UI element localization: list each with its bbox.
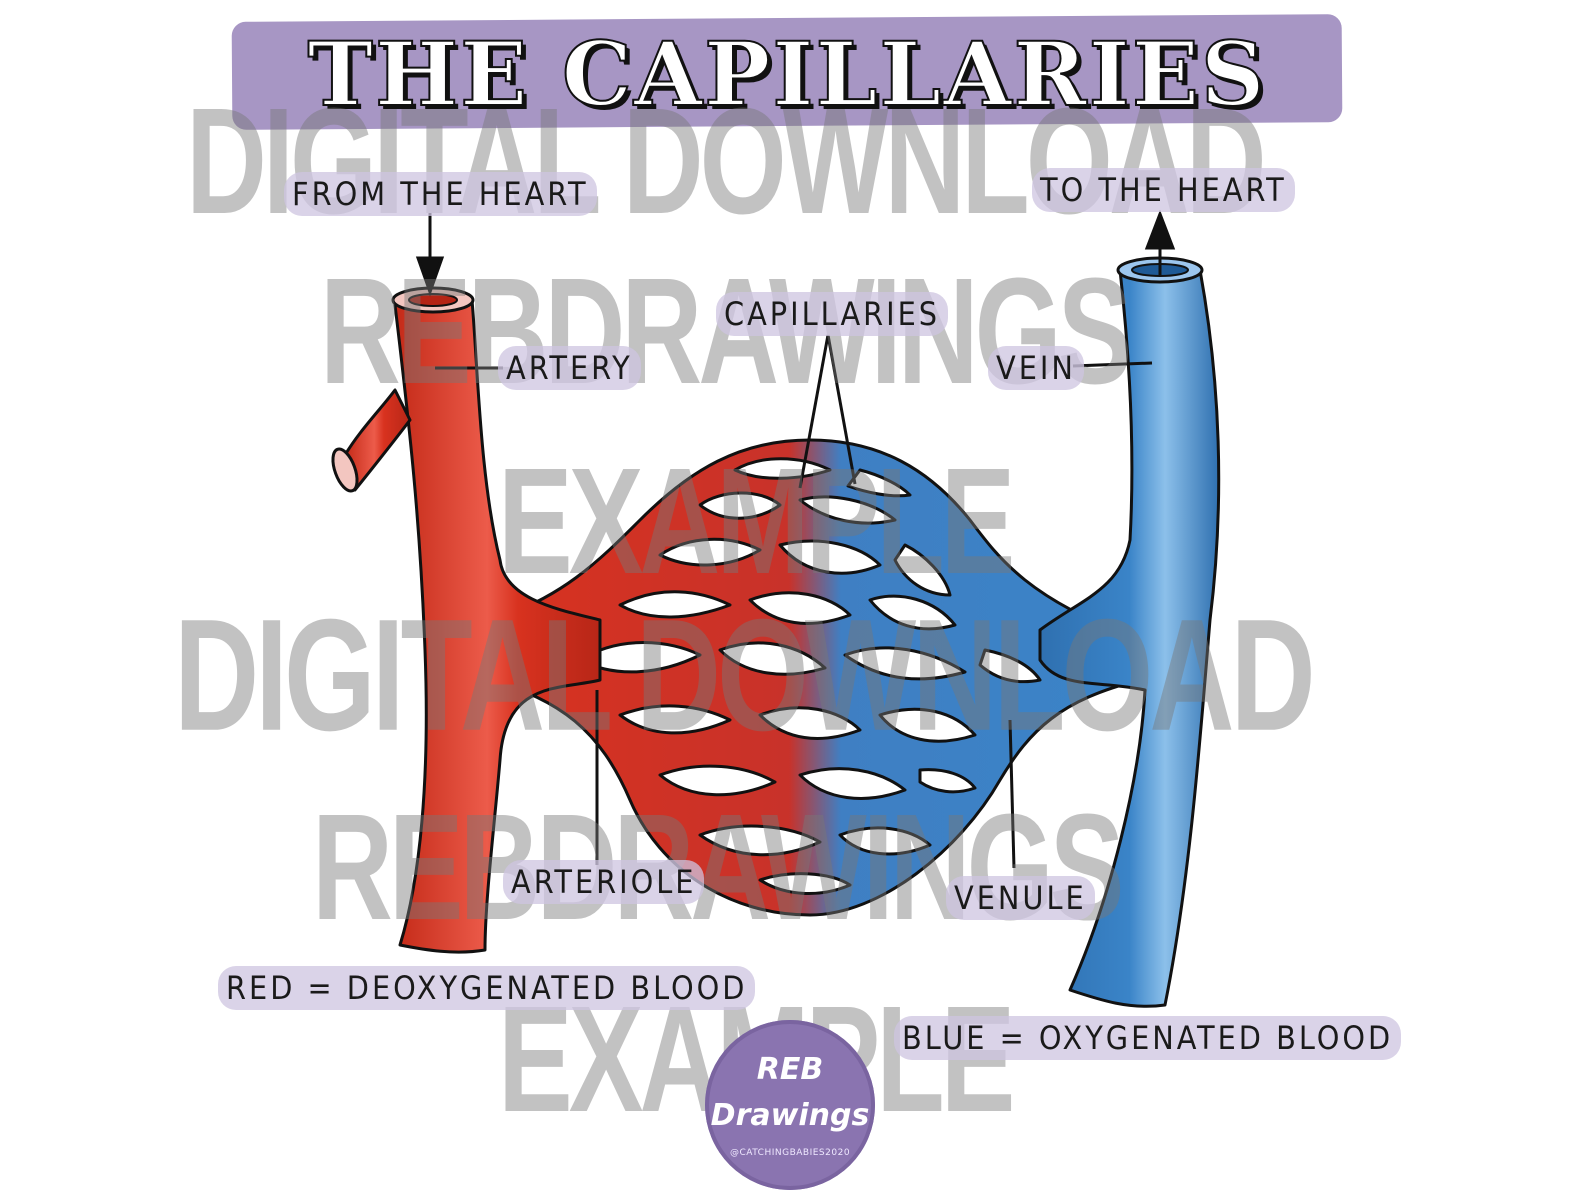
artery	[331, 286, 602, 954]
label-to-heart: TO THE HEART	[1032, 168, 1295, 212]
label-arteriole: ARTERIOLE	[503, 860, 705, 904]
label-capillaries: CAPILLARIES	[716, 292, 949, 336]
logo-text: REB	[756, 1052, 824, 1087]
arrow-down-icon	[415, 213, 445, 297]
label-artery: ARTERY	[498, 346, 641, 390]
leader-lines	[435, 334, 1153, 869]
label-from-heart: FROM THE HEART	[284, 172, 597, 216]
arrow-up-icon	[1144, 209, 1176, 276]
label-vein: VEIN	[988, 346, 1084, 390]
brand-logo: REB Drawings @CATCHINGBABIES2020	[705, 1020, 875, 1190]
label-venule: VENULE	[946, 876, 1095, 920]
logo-handle: @CATCHINGBABIES2020	[729, 1148, 851, 1158]
logo-text: Drawings	[710, 1098, 870, 1133]
legend-red: RED = DEOXYGENATED BLOOD	[218, 966, 756, 1010]
page-title: THE CAPILLARIES	[307, 21, 1267, 127]
legend-blue: BLUE = OXYGENATED BLOOD	[894, 1016, 1402, 1060]
